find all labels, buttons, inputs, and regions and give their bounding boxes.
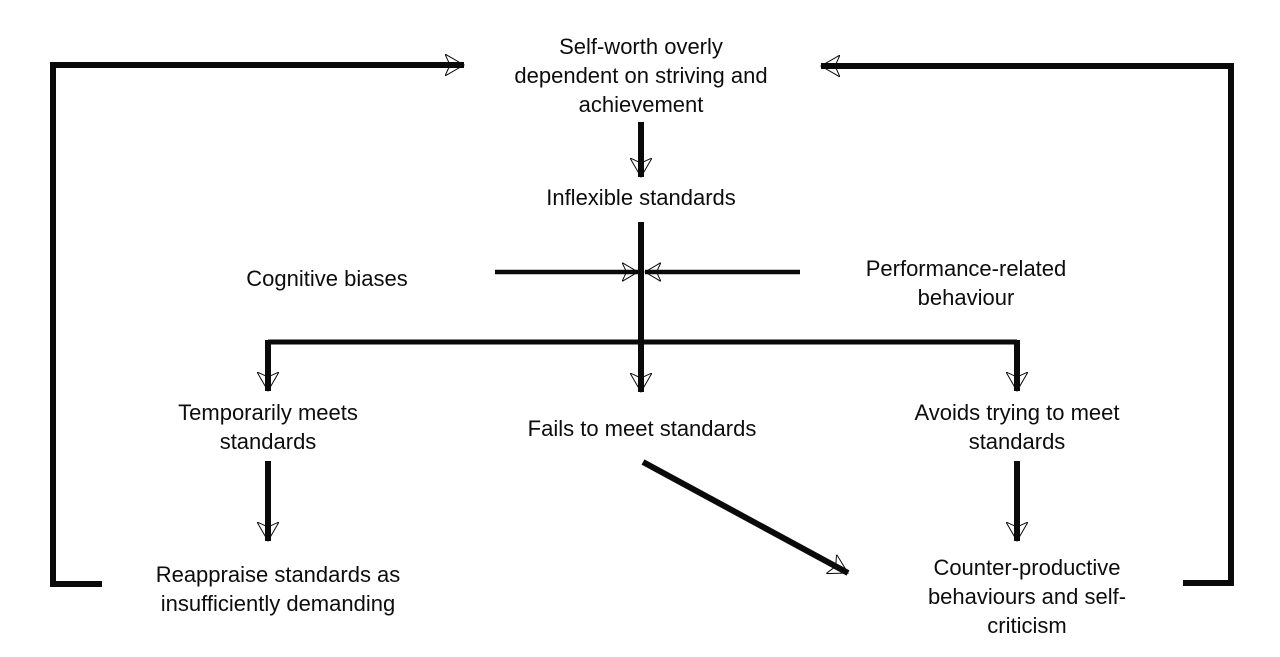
node-line: Performance-related xyxy=(865,256,1067,281)
node-inflexible-standards: Inflexible standards xyxy=(546,183,736,212)
node-line: behaviour xyxy=(917,285,1015,310)
node-line: standards xyxy=(968,429,1066,454)
node-counterproductive: Counter-productive behaviours and self- … xyxy=(928,553,1126,640)
node-line: dependent on striving and xyxy=(514,63,768,88)
feedback-loop-right xyxy=(821,66,1234,586)
node-cognitive-biases: Cognitive biases xyxy=(246,264,407,293)
node-line: Inflexible standards xyxy=(546,185,736,210)
node-performance-behaviour: Performance-related behaviour xyxy=(866,254,1067,312)
node-line: Temporarily meets xyxy=(178,400,358,425)
node-reappraise-standards: Reappraise standards as insufficiently d… xyxy=(156,560,401,618)
node-line: criticism xyxy=(987,613,1067,638)
node-line: Cognitive biases xyxy=(246,266,408,291)
node-line: Avoids trying to meet xyxy=(914,400,1120,425)
node-line: Fails to meet standards xyxy=(527,416,757,441)
node-temporarily-meets: Temporarily meets standards xyxy=(178,398,358,456)
node-line: Self-worth overly xyxy=(559,34,723,59)
node-line: standards xyxy=(219,429,317,454)
node-line: behaviours and self- xyxy=(927,584,1127,609)
node-line: Counter-productive xyxy=(933,555,1121,580)
node-fails-to-meet: Fails to meet standards xyxy=(528,414,757,443)
feedback-loop-left xyxy=(50,65,464,587)
node-self-worth: Self-worth overly dependent on striving … xyxy=(514,32,767,119)
arrow-fails-to-counterproductive xyxy=(641,459,850,576)
node-line: achievement xyxy=(578,92,704,117)
node-avoids-trying: Avoids trying to meet standards xyxy=(914,398,1119,456)
node-line: Reappraise standards as xyxy=(155,562,401,587)
node-line: insufficiently demanding xyxy=(160,591,396,616)
